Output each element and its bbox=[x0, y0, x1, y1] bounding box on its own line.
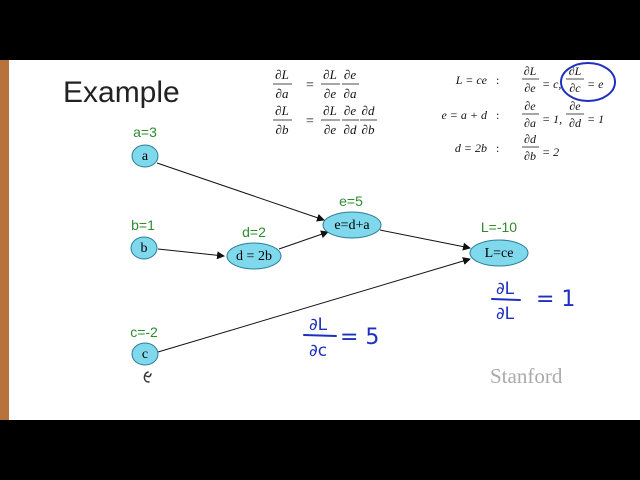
dddb-den: ∂b bbox=[524, 149, 536, 163]
ink-scribble bbox=[143, 371, 152, 383]
node-L: L=-10 L=ce bbox=[469, 219, 529, 267]
node-b-value: b=1 bbox=[131, 217, 155, 233]
ink-dLdc-den: ∂c bbox=[309, 341, 327, 361]
node-d-value: d=2 bbox=[242, 224, 266, 240]
node-a: a=3 a bbox=[131, 124, 159, 168]
eq2-dLde-den: ∂e bbox=[324, 122, 336, 137]
eq-dLda-num: ∂L bbox=[275, 67, 289, 82]
eq-equals: = bbox=[306, 78, 314, 93]
dLde-den: ∂e bbox=[524, 81, 536, 95]
dedd-num: ∂e bbox=[569, 99, 581, 113]
dLdc-den: ∂c bbox=[569, 81, 581, 95]
edge-e-L bbox=[379, 229, 471, 251]
chain-rule-equations: ∂L ∂a = ∂L ∂e ∂e ∂a ∂L ∂b = ∂L ∂e ∂e bbox=[273, 67, 377, 137]
eq-deda-den: ∂a bbox=[344, 86, 357, 101]
slide-accent-bar bbox=[0, 60, 9, 420]
sep-e: : bbox=[496, 108, 499, 122]
node-c-label: c bbox=[142, 347, 148, 362]
dddb-num: ∂d bbox=[524, 132, 537, 146]
node-d: d=2 d = 2b bbox=[226, 224, 282, 270]
deda-num: ∂e bbox=[524, 99, 536, 113]
chain-rule-row-2: ∂L ∂b = ∂L ∂e ∂e ∂d ∂d ∂b bbox=[273, 103, 377, 137]
node-e-label: e=d+a bbox=[334, 218, 370, 233]
sep-L: : bbox=[496, 73, 499, 87]
node-b: b=1 b bbox=[130, 217, 158, 260]
eq2-dedd-num: ∂e bbox=[344, 103, 356, 118]
node-a-value: a=3 bbox=[133, 124, 157, 140]
sep-d: : bbox=[496, 141, 499, 155]
dLde-num: ∂L bbox=[524, 64, 537, 78]
eq-deda-num: ∂e bbox=[344, 67, 356, 82]
node-e-value: e=5 bbox=[339, 193, 363, 209]
edge-a-e bbox=[156, 162, 325, 222]
dLdc-value: = e bbox=[587, 77, 604, 91]
ink-dLdL-den: ∂L bbox=[496, 304, 515, 324]
eq-dLdb-den: ∂b bbox=[276, 122, 289, 137]
dedd-value: = 1 bbox=[587, 112, 604, 126]
def-e: e = a + d bbox=[441, 108, 488, 122]
eq2-dedd-den: ∂d bbox=[344, 122, 357, 137]
ink-dLdL-num: ∂L bbox=[496, 279, 515, 299]
dLde-value: = c, bbox=[542, 77, 561, 91]
deda-value: = 1, bbox=[542, 112, 562, 126]
edge-b-d bbox=[157, 248, 225, 260]
def-L: L = ce bbox=[455, 73, 488, 87]
eq-dLde-num: ∂L bbox=[323, 67, 337, 82]
stanford-logo: Stanford bbox=[490, 364, 563, 388]
eq2-dddb-den: ∂b bbox=[362, 122, 375, 137]
node-d-label: d = 2b bbox=[236, 249, 272, 264]
eq-dLde-den: ∂e bbox=[324, 86, 336, 101]
eq2-dddb-num: ∂d bbox=[362, 103, 375, 118]
eq2-dLde-num: ∂L bbox=[323, 103, 337, 118]
local-row-d: d = 2b : ∂d ∂b = 2 bbox=[455, 132, 559, 163]
ink-dLdL-value: = 1 bbox=[536, 287, 575, 312]
local-row-e: e = a + d : ∂e ∂a = 1, ∂e ∂d = 1 bbox=[441, 99, 604, 130]
node-c-value: c=-2 bbox=[130, 324, 158, 340]
local-derivative-equations: L = ce : ∂L ∂e = c, ∂L ∂c = e e = a + d … bbox=[441, 62, 616, 163]
ink-dLdc-value: = 5 bbox=[340, 325, 379, 350]
slide-title: Example bbox=[63, 76, 180, 109]
node-b-label: b bbox=[141, 241, 148, 256]
local-row-L: L = ce : ∂L ∂e = c, ∂L ∂c = e bbox=[455, 64, 604, 95]
computation-graph: ∂L ∂a = ∂L ∂e ∂e ∂a ∂L ∂b = ∂L ∂e ∂e bbox=[130, 62, 616, 383]
node-L-value: L=-10 bbox=[481, 219, 517, 235]
slide: Example ∂L ∂a = ∂L ∂e ∂e ∂a ∂L bbox=[0, 60, 640, 420]
edge-c-L bbox=[157, 257, 471, 353]
deda-den: ∂a bbox=[524, 116, 536, 130]
eq-dLda-den: ∂a bbox=[276, 86, 289, 101]
ink-circle-dLdc bbox=[560, 62, 616, 102]
node-c: c=-2 c bbox=[130, 324, 159, 366]
eq-dLdb-num: ∂L bbox=[275, 103, 289, 118]
node-a-label: a bbox=[142, 149, 149, 164]
ink-dLdc: ∂L ∂c = 5 bbox=[303, 315, 379, 361]
edge-d-e bbox=[278, 230, 329, 250]
node-e: e=5 e=d+a bbox=[322, 193, 382, 239]
chain-rule-row-1: ∂L ∂a = ∂L ∂e ∂e ∂a bbox=[273, 67, 359, 101]
graph-edges bbox=[156, 162, 471, 353]
dddb-value: = 2 bbox=[542, 145, 559, 159]
eq-equals-2: = bbox=[306, 114, 314, 129]
ink-dLdc-num: ∂L bbox=[309, 315, 328, 335]
dedd-den: ∂d bbox=[569, 116, 582, 130]
node-L-label: L=ce bbox=[485, 246, 514, 261]
ink-dLdL: ∂L ∂L = 1 bbox=[491, 279, 575, 324]
def-d: d = 2b bbox=[455, 141, 487, 155]
